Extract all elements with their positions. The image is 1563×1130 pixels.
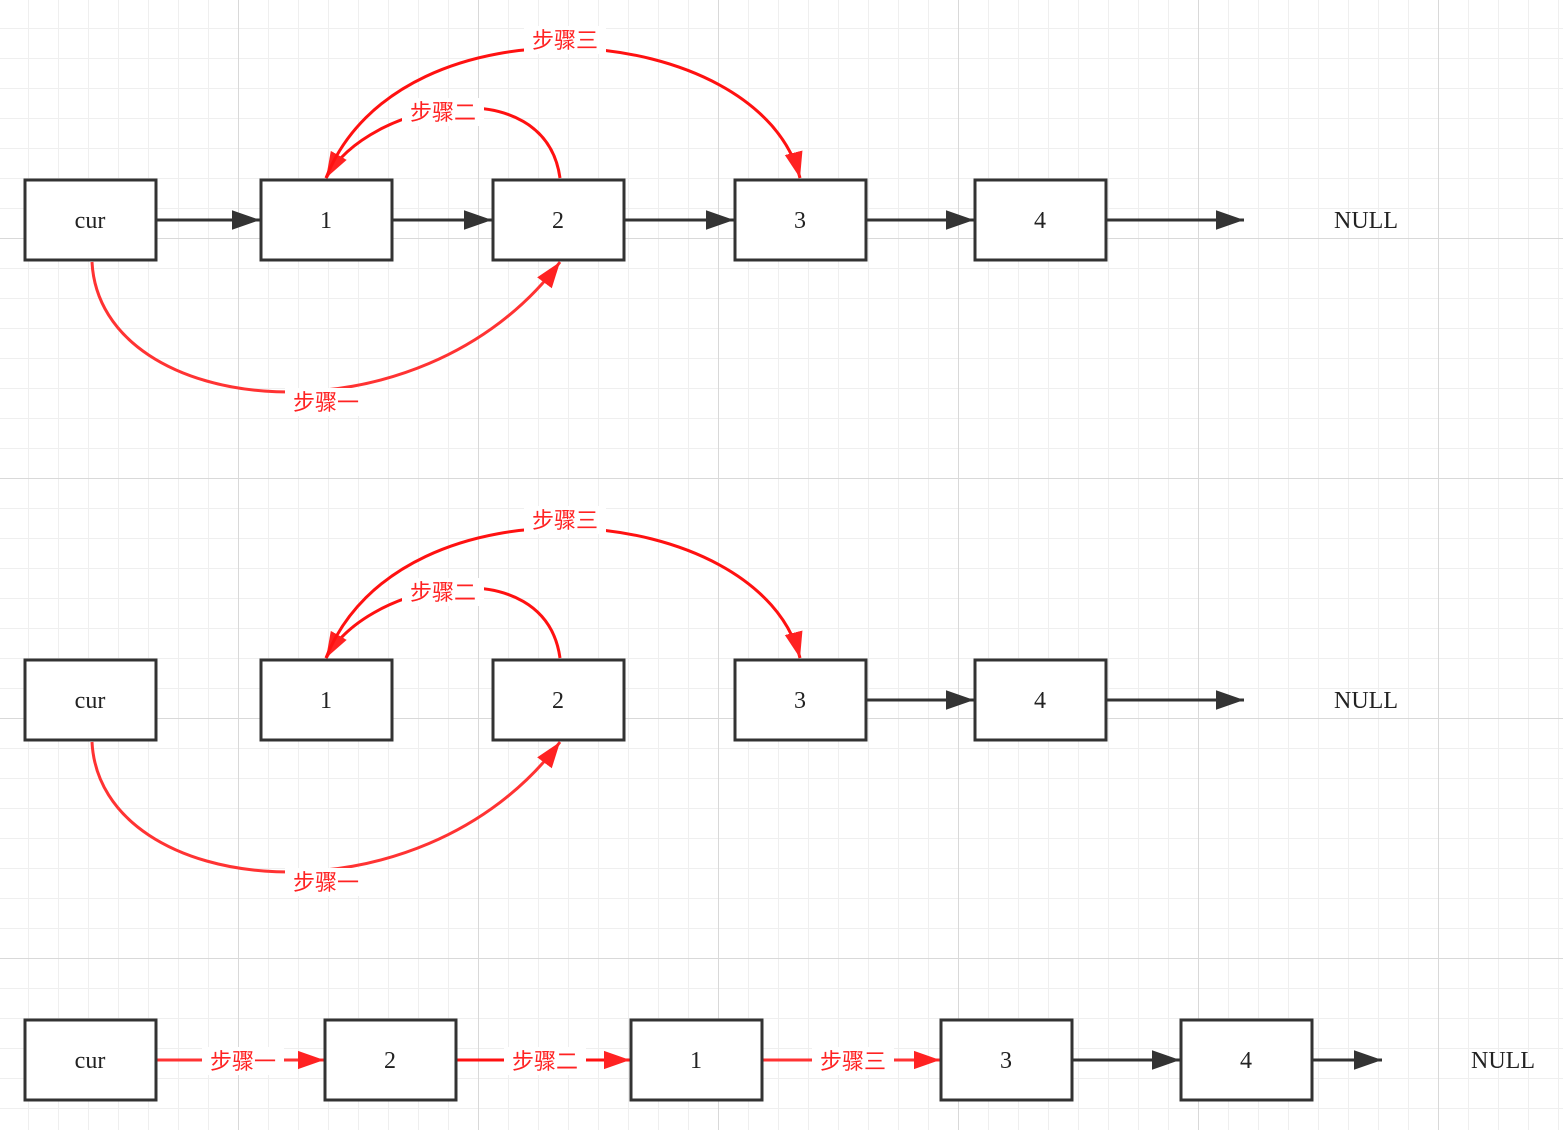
diagram-3: 步骤一 步骤二 步骤三 cur 2 1 3 4 NULL: [23, 1018, 1535, 1102]
step-two-label: 步骤二: [402, 98, 484, 126]
svg-text:3: 3: [794, 688, 806, 714]
svg-text:3: 3: [1000, 1048, 1012, 1074]
node-4: 4: [973, 658, 1108, 742]
svg-text:步骤三: 步骤三: [820, 1050, 886, 1075]
step-one-arc: [90, 261, 562, 394]
diagram-1: 步骤一 步骤二 步骤三 cur 1 2 3 4: [23, 26, 1398, 416]
svg-text:步骤一: 步骤一: [293, 871, 359, 896]
step-three-arc: [324, 46, 803, 179]
null-label: NULL: [1334, 208, 1398, 234]
node-1: 1: [629, 1018, 764, 1102]
node-2: 2: [491, 658, 626, 742]
step-one-arc: [90, 741, 562, 874]
node-2: 2: [323, 1018, 458, 1102]
node-3: 3: [733, 658, 868, 742]
null-label: NULL: [1334, 688, 1398, 714]
svg-text:步骤三: 步骤三: [532, 29, 598, 54]
step-three-label: 步骤三: [524, 506, 606, 534]
node-2: 2: [491, 178, 626, 262]
svg-text:cur: cur: [75, 208, 106, 234]
node-1: 1: [259, 178, 394, 262]
step-one-label: 步骤一: [285, 868, 367, 896]
step-three-arc: [324, 526, 803, 659]
step-two-label: 步骤二: [402, 578, 484, 606]
svg-text:1: 1: [320, 208, 332, 234]
step-one-label: 步骤一: [285, 388, 367, 416]
svg-text:1: 1: [320, 688, 332, 714]
node-cur: cur: [23, 1018, 158, 1102]
node-3: 3: [733, 178, 868, 262]
node-cur: cur: [23, 178, 158, 262]
node-1: 1: [259, 658, 394, 742]
svg-text:步骤二: 步骤二: [410, 581, 476, 606]
step-two-label: 步骤二: [504, 1047, 586, 1075]
svg-text:步骤三: 步骤三: [532, 509, 598, 534]
svg-text:步骤一: 步骤一: [293, 391, 359, 416]
node-3: 3: [939, 1018, 1074, 1102]
node-4: 4: [1179, 1018, 1314, 1102]
node-cur: cur: [23, 658, 158, 742]
svg-text:1: 1: [690, 1048, 702, 1074]
svg-text:4: 4: [1034, 208, 1046, 234]
node-4: 4: [973, 178, 1108, 262]
diagram-2: 步骤一 步骤二 步骤三 cur 1 2 3 4 NULL: [23, 506, 1398, 896]
step-three-label: 步骤三: [524, 26, 606, 54]
step-one-label: 步骤一: [202, 1047, 284, 1075]
svg-text:4: 4: [1240, 1048, 1252, 1074]
svg-text:2: 2: [384, 1048, 396, 1074]
svg-text:步骤二: 步骤二: [410, 101, 476, 126]
svg-text:2: 2: [552, 688, 564, 714]
svg-text:3: 3: [794, 208, 806, 234]
svg-text:4: 4: [1034, 688, 1046, 714]
svg-text:2: 2: [552, 208, 564, 234]
step-three-label: 步骤三: [812, 1047, 894, 1075]
svg-text:步骤二: 步骤二: [512, 1050, 578, 1075]
svg-text:cur: cur: [75, 1048, 106, 1074]
svg-text:步骤一: 步骤一: [210, 1050, 276, 1075]
svg-text:cur: cur: [75, 688, 106, 714]
null-label: NULL: [1471, 1048, 1535, 1074]
